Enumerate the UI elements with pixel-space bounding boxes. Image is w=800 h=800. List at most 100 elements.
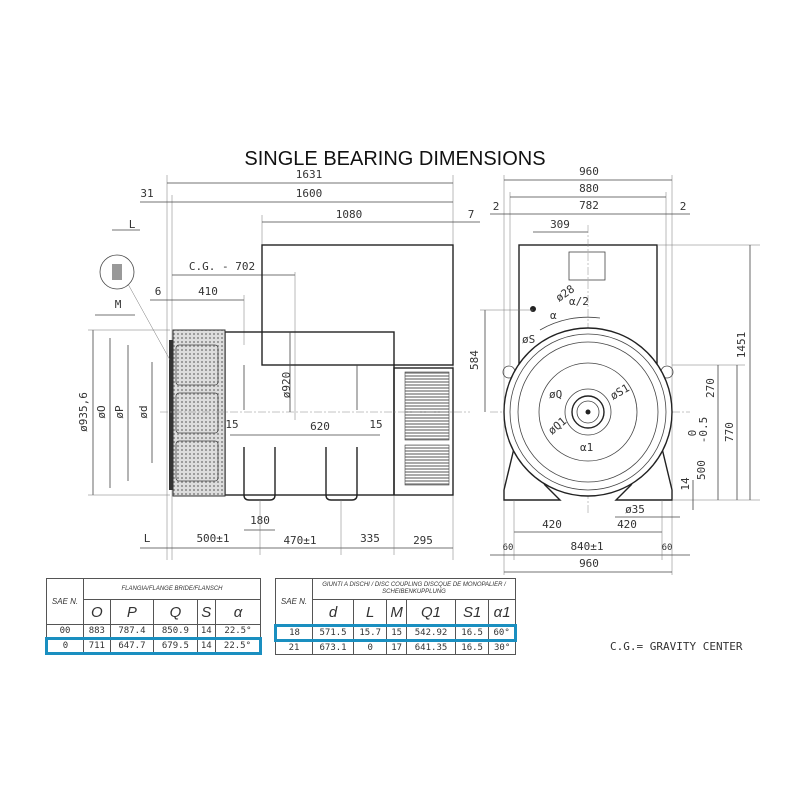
cell: 15 xyxy=(386,624,408,642)
dim-500: 500±1 xyxy=(196,532,229,545)
terminal-box xyxy=(261,244,454,366)
nameplate xyxy=(568,251,606,281)
cell: 647.7 xyxy=(109,637,155,655)
cell: 850.9 xyxy=(153,624,198,639)
dim-1451: 1451 xyxy=(735,332,748,359)
col-Q1: Q1 xyxy=(406,599,457,626)
flange-header: FLANGIA/FLANGE BRIDE/FLANSCH xyxy=(83,578,261,600)
label-alpha-half: α/2 xyxy=(569,295,589,308)
dim-dia-P: øP xyxy=(113,405,126,419)
table-row-highlighted: 0 711 647.7 679.5 14 22.5° xyxy=(45,637,263,655)
detail-disc xyxy=(112,264,122,280)
col-alpha1: α1 xyxy=(488,599,516,626)
col-M: M xyxy=(386,599,408,626)
cell: 542.92 xyxy=(406,624,457,642)
col-alpha: α xyxy=(214,599,262,625)
coupling-disc xyxy=(538,362,638,462)
dim-270: 270 xyxy=(704,378,717,398)
dim-6: 6 xyxy=(155,285,162,298)
tolerance-upper: 0 xyxy=(686,430,699,437)
detail-L: L xyxy=(129,218,136,231)
cell: 673.1 xyxy=(311,640,355,655)
hub xyxy=(571,395,605,429)
dim-dia-920: ø920 xyxy=(280,372,293,399)
dim-420-left: 420 xyxy=(542,518,562,531)
dim-31: 31 xyxy=(140,187,153,200)
dim-1631: 1631 xyxy=(296,168,323,181)
col-d: d xyxy=(311,599,355,626)
grille-lower xyxy=(404,444,450,486)
dim-295: 295 xyxy=(413,534,433,547)
dim-dia-935: ø935,6 xyxy=(77,392,90,432)
cell: 14 xyxy=(196,624,216,639)
cell-sae: 0 xyxy=(45,637,84,655)
col-Q: Q xyxy=(153,599,198,625)
cell: 14 xyxy=(196,637,216,655)
grille-upper xyxy=(404,371,450,441)
table-row-highlighted: 18 571.5 15.7 15 542.92 16.5 60° xyxy=(274,624,517,642)
detail-M: M xyxy=(115,298,122,311)
sae-label: SAE N. xyxy=(46,578,84,625)
foot-rear xyxy=(325,447,358,501)
coupling-header: GIUNTI A DISCHI / DISC COUPLING DISCQUE … xyxy=(312,578,516,600)
cell: 883 xyxy=(83,624,111,639)
cell: 22.5° xyxy=(214,637,263,655)
dim-840: 840±1 xyxy=(570,540,603,553)
table-row: 00 883 787.4 850.9 14 22.5° xyxy=(46,624,262,639)
cell: 711 xyxy=(83,637,111,655)
gravity-center-note: C.G.= GRAVITY CENTER xyxy=(610,640,743,653)
dim-dia-O: øO xyxy=(95,405,108,418)
sae-label: SAE N. xyxy=(275,578,313,626)
dim-770: 770 xyxy=(723,422,736,442)
col-P: P xyxy=(109,599,155,625)
cell: 787.4 xyxy=(109,624,155,639)
table-row: 21 673.1 0 17 641.35 16.5 30° xyxy=(275,640,516,655)
cell: 60° xyxy=(488,624,517,642)
col-L: L xyxy=(353,599,388,626)
dim-410: 410 xyxy=(198,285,218,298)
coupling-table: SAE N. GIUNTI A DISCHI / DISC COUPLING D… xyxy=(274,578,517,655)
cg-label: C.G. - 702 xyxy=(189,260,255,273)
cell: 22.5° xyxy=(214,624,262,639)
dim-620: 620 xyxy=(310,420,330,433)
detail-circle xyxy=(99,254,135,290)
fan-cover xyxy=(172,329,226,497)
dim-7: 7 xyxy=(468,208,475,221)
dim-960-bottom: 960 xyxy=(579,557,599,570)
dim-309: 309 xyxy=(550,218,570,231)
cell-sae: 21 xyxy=(275,640,313,655)
cell: 679.5 xyxy=(153,637,198,655)
dim-960-top: 960 xyxy=(579,165,599,178)
dim-1600: 1600 xyxy=(296,187,323,200)
dim-782: 782 xyxy=(579,199,599,212)
cell: 571.5 xyxy=(311,624,355,642)
cell: 16.5 xyxy=(455,640,490,655)
col-S1: S1 xyxy=(455,599,490,626)
drawing-title: SINGLE BEARING DIMENSIONS xyxy=(244,148,545,170)
col-S: S xyxy=(196,599,216,625)
cell-sae: 00 xyxy=(46,624,84,639)
dim-L: L xyxy=(144,532,151,545)
dim-584: 584 xyxy=(468,350,481,370)
rear-cover xyxy=(393,367,454,496)
label-alpha1: α1 xyxy=(580,441,593,454)
cell: 17 xyxy=(386,640,408,655)
dim-60-right: 60 xyxy=(662,543,673,553)
flange xyxy=(169,340,173,490)
flange-table: SAE N. FLANGIA/FLANGE BRIDE/FLANSCH O P … xyxy=(45,578,263,655)
cell: 15.7 xyxy=(353,624,388,642)
dim-60-left: 60 xyxy=(503,543,514,553)
front-view: 960 880 782 2 2 309 ø28 α α/2 øS øQ øQ1 … xyxy=(468,165,760,575)
dim-420-right: 420 xyxy=(617,518,637,531)
dim-880: 880 xyxy=(579,182,599,195)
dim-1080: 1080 xyxy=(336,208,363,221)
foot-front xyxy=(243,447,276,501)
side-view: 1631 1600 31 1080 7 C.G. - 702 410 6 ø92… xyxy=(77,168,480,560)
dim-dia-d: ød xyxy=(137,405,150,418)
tolerance-lower: -0.5 xyxy=(697,417,710,444)
dim-500-height: 500 xyxy=(695,460,708,480)
label-dia-Q: øQ xyxy=(549,388,562,401)
lifting-hole xyxy=(530,306,536,312)
cell: 30° xyxy=(488,640,516,655)
dim-15-left: 15 xyxy=(225,418,238,431)
